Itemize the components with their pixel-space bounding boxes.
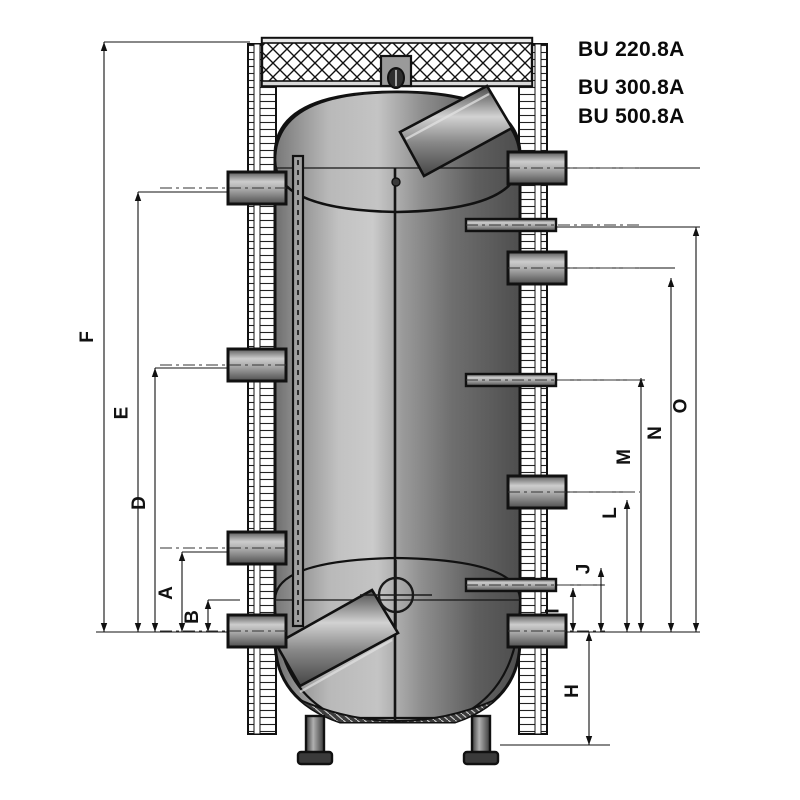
dim-letter-I: I [542, 608, 564, 614]
dim-letter-E: E [111, 406, 133, 420]
port-right-sensor-2 [464, 372, 640, 388]
dim-letter-D: D [128, 496, 150, 510]
port-left-lower [160, 530, 288, 566]
dimension-lines [96, 41, 700, 746]
dim-letter-O: O [670, 398, 692, 414]
dim-letter-N: N [644, 426, 666, 440]
dim-right-arrowheads [569, 227, 700, 632]
internal-heat-exchanger-rail [291, 154, 305, 628]
dim-letter-B: B [181, 610, 203, 624]
dim-letter-L: L [599, 507, 621, 519]
port-left-bottom [160, 613, 288, 649]
dim-left-verticals [103, 42, 209, 632]
port-left-mid [160, 347, 288, 383]
dim-letter-F: F [76, 331, 98, 343]
angled-pipe-upper-right [398, 84, 514, 178]
adjustable-leg-right [462, 714, 500, 766]
adjustable-leg-left [296, 714, 334, 766]
dim-letter-A: A [155, 586, 177, 600]
model-label-3: BU 500.8A [578, 105, 685, 128]
port-right-upper-mid [506, 250, 640, 286]
dim-left-arrowheads [100, 42, 212, 632]
right-port-fittings [464, 150, 640, 649]
tank-shading [275, 92, 520, 722]
port-right-sensor-1 [464, 217, 640, 233]
dim-letter-M: M [613, 449, 635, 465]
dim-h-group [500, 632, 610, 746]
shell-sensor-point [391, 177, 401, 187]
port-right-top [506, 150, 640, 186]
port-left-upper [160, 170, 288, 206]
dim-letter-H: H [561, 684, 583, 698]
port-right-bottom [506, 613, 605, 649]
dim-letter-J: J [573, 563, 595, 575]
circular-inspection-port [360, 560, 432, 630]
cap-center-fitting [379, 54, 413, 89]
left-port-fittings [160, 170, 288, 649]
port-right-mid [506, 474, 640, 510]
insulation-cap [260, 36, 534, 89]
dim-left-extensions [96, 41, 250, 633]
dim-h-arrowheads [585, 632, 593, 745]
tank-shell [273, 90, 522, 724]
model-label-2: BU 300.8A [578, 76, 685, 99]
port-right-sensor-3 [464, 577, 605, 593]
model-label-1: BU 220.8A [578, 38, 685, 61]
